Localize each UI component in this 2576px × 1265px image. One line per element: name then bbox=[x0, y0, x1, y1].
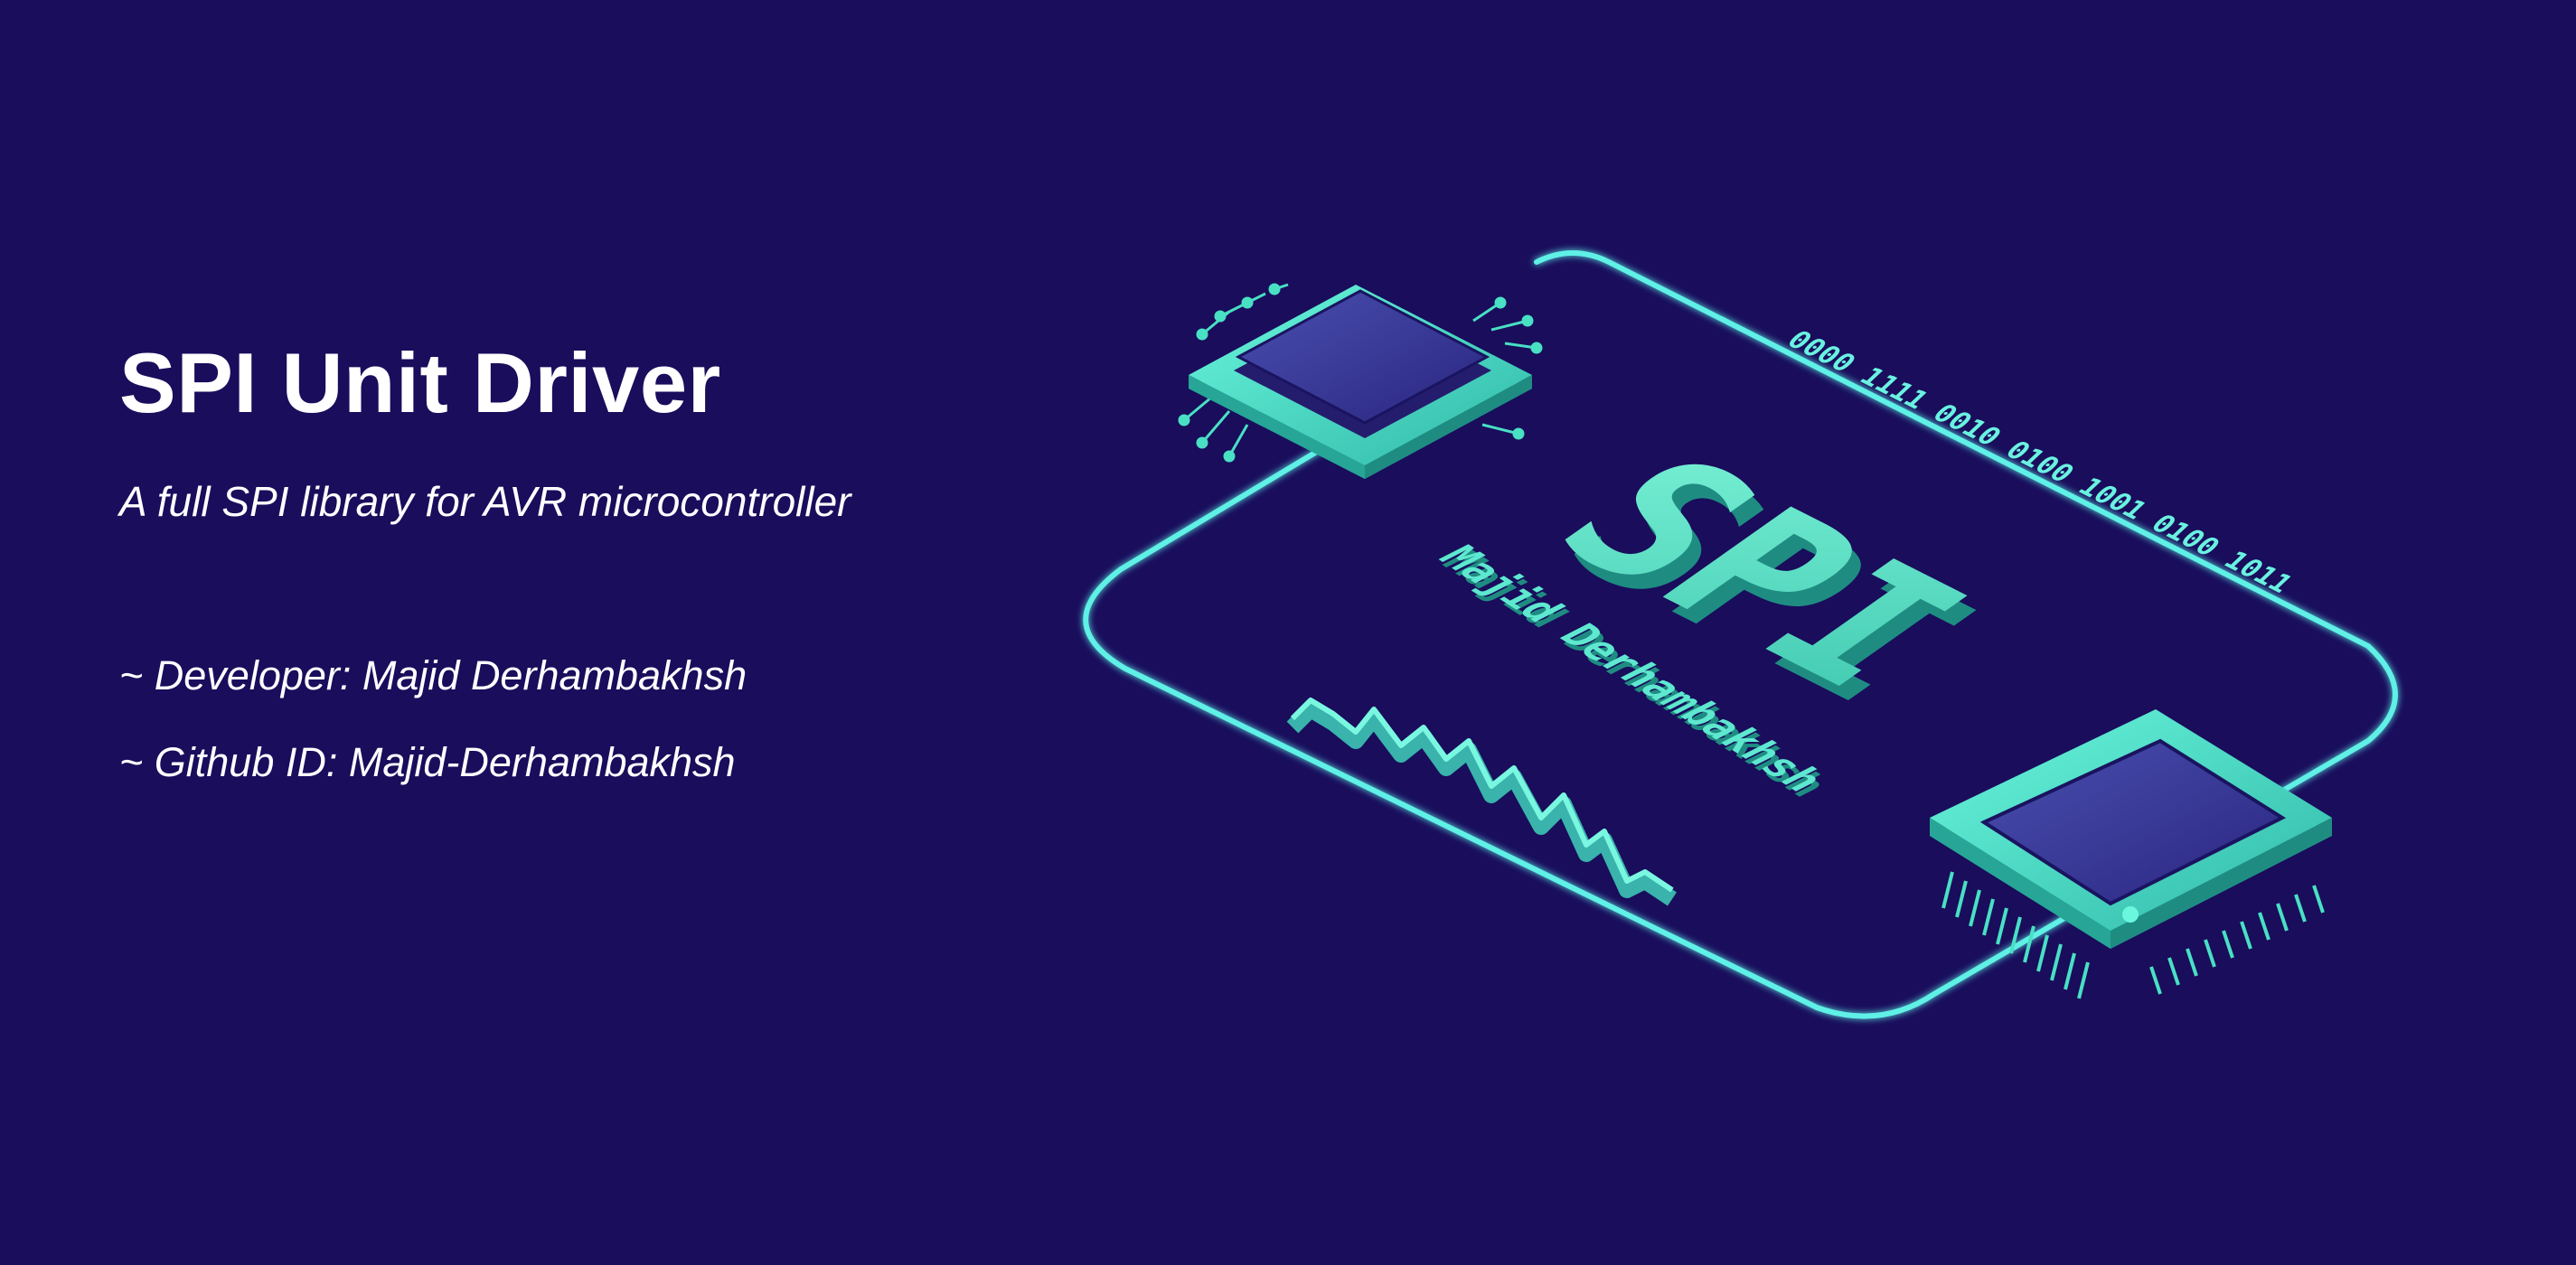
page-title: SPI Unit Driver bbox=[119, 335, 721, 430]
spi-logo-face: SPI bbox=[1506, 424, 2017, 723]
signal-waveform bbox=[1286, 698, 1677, 906]
large-chip bbox=[1930, 709, 2332, 999]
developer-credit: ~ Developer: Majid Derhambakhsh bbox=[119, 652, 747, 698]
spi-logo: SPI SPI bbox=[1506, 424, 2026, 737]
chip-pin1-dot bbox=[2122, 906, 2139, 923]
small-chip bbox=[1178, 283, 1543, 479]
github-credit: ~ Github ID: Majid-Derhambakhsh bbox=[119, 739, 736, 785]
circuit-trace bbox=[1083, 250, 2398, 1019]
page-subtitle: A full SPI library for AVR microcontroll… bbox=[119, 478, 851, 525]
